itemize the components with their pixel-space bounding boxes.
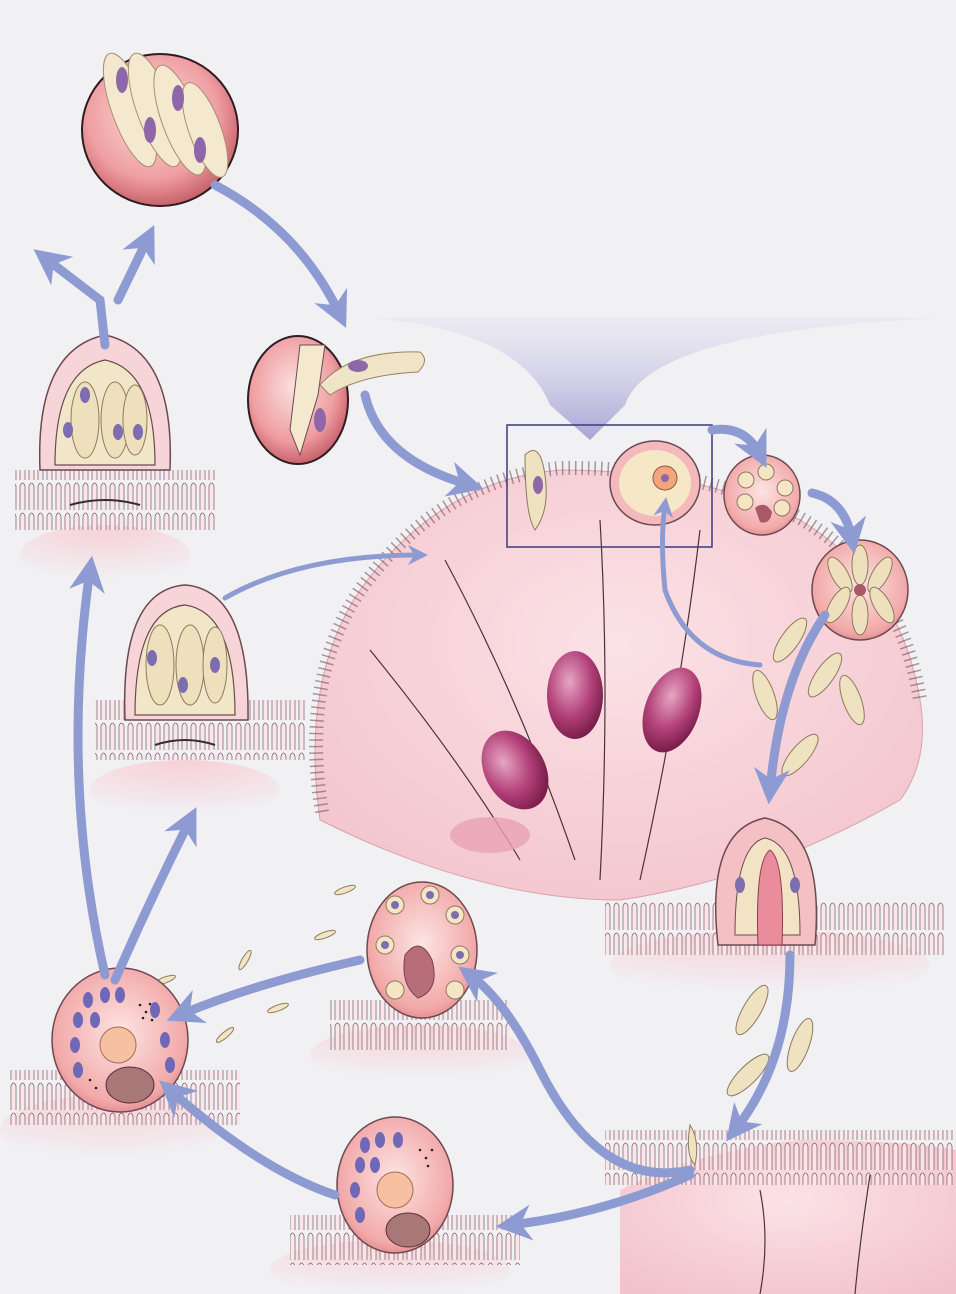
trophozoite-stage [610, 441, 700, 525]
host-nucleus [547, 651, 603, 739]
early-meront [724, 455, 800, 535]
host-nucleus [450, 817, 530, 853]
lower-epithelium [605, 1125, 956, 1294]
mature-meront [812, 540, 908, 640]
